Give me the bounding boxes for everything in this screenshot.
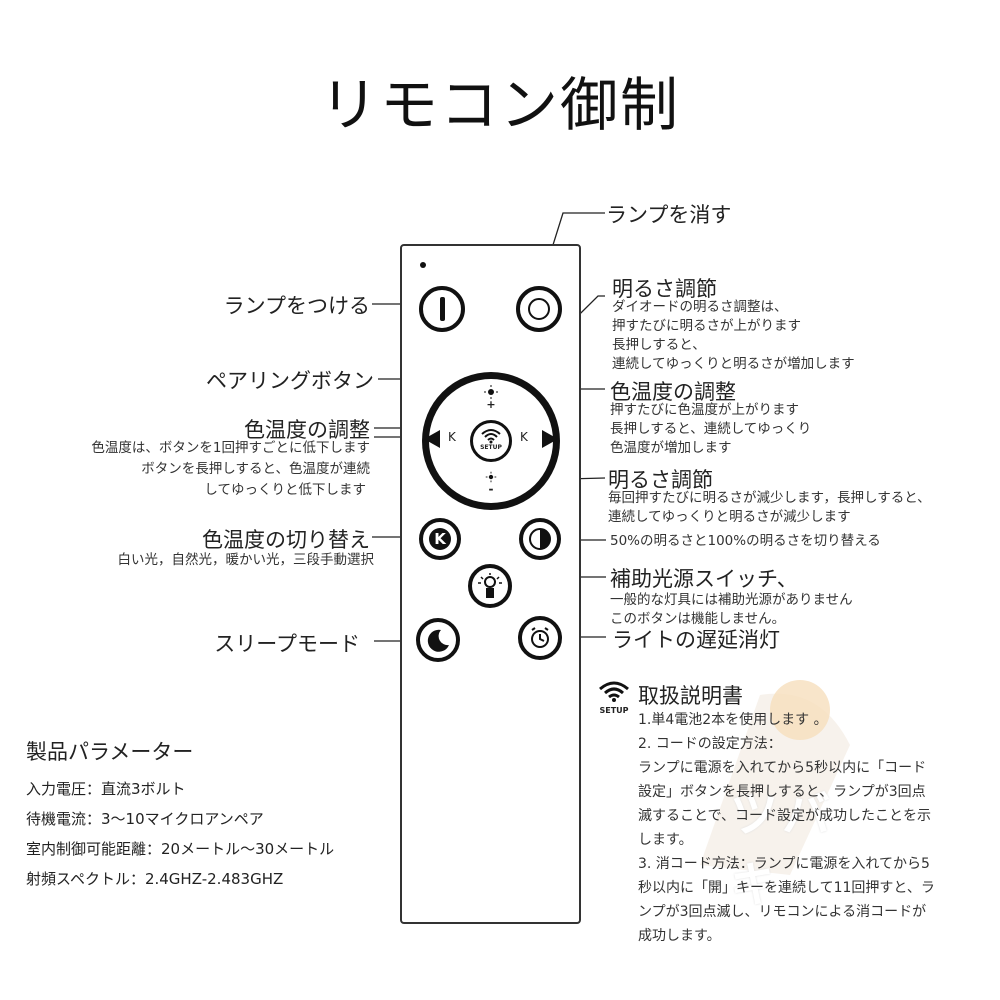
label-color-switch-title: 色温度の切り替え (202, 528, 370, 552)
label-brightness-down-desc: 毎回押すたびに明るさが減少します，長押しすると、 連続してゆっくりと明るさが減少… (608, 490, 931, 525)
setup-icon: SETUP (594, 680, 634, 716)
label-sleep: スリープモード (214, 632, 360, 656)
label-delay: ライトの遅延消灯 (612, 628, 780, 652)
label-aux-desc: 一般的な灯具には補助光源がありません このボタンは機能しません。 (610, 592, 853, 627)
label-brightness-down-title: 明るさ調節 (608, 468, 713, 492)
k-circle-icon: K (429, 528, 451, 550)
label-lamp-off: ランプを消す (606, 203, 732, 227)
delay-off-button[interactable] (518, 616, 562, 660)
label-brightness-up-desc: ダイオードの明るさ調整は、 押すたびに明るさが上がります 長押しすると、 連続し… (612, 299, 855, 372)
half-circle-icon (529, 528, 551, 550)
sun-small-icon (484, 385, 498, 399)
label-color-temp-up-title: 色温度の調整 (610, 380, 736, 404)
sleep-button[interactable] (416, 618, 460, 662)
label-aux-title: 補助光源スイッチ、 (610, 567, 798, 591)
brightness-up-button[interactable]: + (476, 380, 506, 414)
label-color-switch-desc: 白い光，自然光，暖かい光，三段手動選択 (117, 552, 375, 568)
power-off-icon (528, 298, 550, 320)
arrow-left-icon (424, 430, 440, 448)
direction-pad: + K K SETUP - (422, 372, 560, 510)
params-line: 室内制御可能距離：20メートル～30メートル (26, 840, 335, 858)
power-on-icon (439, 297, 445, 321)
params-title: 製品パラメーター (26, 740, 194, 764)
params-line: 射頻スペクトル：2.4GHZ-2.483GHZ (26, 870, 284, 888)
label-brightness-toggle: 50%の明るさと100%の明るさを切り替える (610, 533, 881, 549)
color-temp-up-button[interactable]: K (520, 428, 546, 452)
indicator-led (420, 262, 426, 268)
k-left-label: K (448, 430, 456, 444)
brightness-down-button[interactable]: - (476, 468, 506, 502)
product-parameters: 製品パラメーター 入力電圧：直流3ボルト 待機電流：3～10マイクロアンペア 室… (26, 736, 334, 894)
label-brightness-up-title: 明るさ調節 (612, 277, 717, 301)
watermark-text: ツバキ (730, 787, 835, 913)
params-line: 待機電流：3～10マイクロアンペア (26, 810, 264, 828)
brightness-toggle-button[interactable] (519, 518, 561, 560)
sun-small-icon (485, 471, 497, 483)
remote-control: + K K SETUP - K (400, 244, 581, 924)
setup-label: SETUP (480, 444, 502, 451)
manual-title: 取扱説明書 (638, 684, 743, 708)
minus-label: - (488, 482, 494, 496)
k-right-label: K (520, 430, 528, 444)
timer-clock-icon (531, 627, 549, 648)
plus-label: + (486, 398, 496, 411)
setup-button[interactable]: SETUP (470, 420, 512, 462)
power-off-button[interactable] (516, 286, 562, 332)
power-on-button[interactable] (419, 286, 465, 332)
label-color-temp-down-title: 色温度の調整 (244, 418, 370, 442)
page-title: リモコン御制 (319, 71, 680, 139)
color-temp-down-button[interactable]: K (436, 428, 462, 452)
color-switch-button[interactable]: K (419, 518, 461, 560)
wifi-icon (599, 681, 629, 702)
watermark: ツバキ (640, 665, 870, 913)
moon-icon (427, 629, 449, 652)
label-lamp-on: ランプをつける (223, 294, 370, 318)
aux-light-button[interactable] (468, 564, 512, 608)
arrow-right-icon (542, 430, 558, 448)
manual-text: 1.単4電池2本を使用します 。 2. コードの設定方法： ランプに電源を入れて… (638, 712, 935, 944)
label-color-temp-down-desc: 色温度は、ボタンを1回押すごとに低下します ボタンを長押しすると、色温度が連続 … (91, 440, 370, 498)
lamp-icon (478, 573, 502, 598)
wifi-icon (481, 429, 501, 444)
params-line: 入力電圧：直流3ボルト (26, 780, 186, 798)
label-pairing: ペアリングボタン (206, 369, 374, 393)
label-color-temp-up-desc: 押すたびに色温度が上がります 長押しすると、連続してゆっくり 色温度が増加します (610, 402, 812, 456)
